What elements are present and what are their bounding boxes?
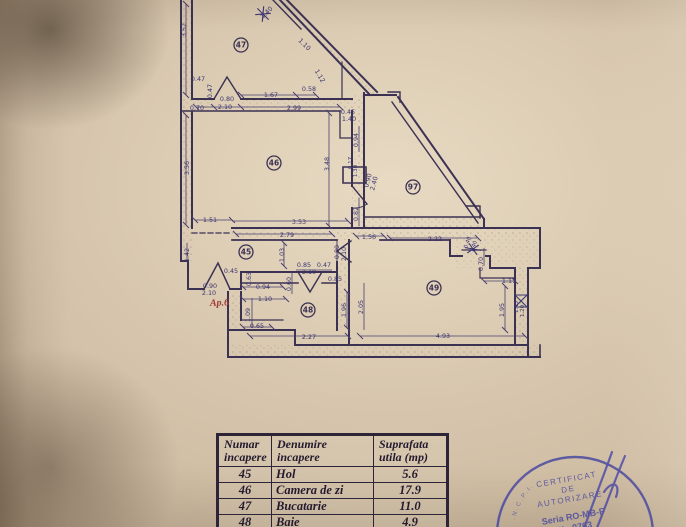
svg-text:45: 45	[241, 248, 251, 257]
dim-label: 2.10	[302, 268, 316, 276]
window-symbols	[255, 6, 528, 308]
dim-label: 2.99	[287, 104, 301, 112]
apartment-label: Ap.6	[209, 297, 230, 309]
cell-area: 5.6	[373, 466, 448, 483]
room-number-47: 47	[233, 37, 249, 53]
svg-text:46: 46	[269, 159, 279, 168]
dim-label: 0.17	[348, 156, 354, 169]
room-number-46: 46	[266, 155, 282, 171]
dim-label: 1.09	[244, 308, 252, 322]
dim-label: 4.93	[436, 332, 450, 340]
cell-name: Hol	[271, 466, 374, 483]
cell-nr: 47	[217, 498, 272, 515]
dim-label: 0.47	[317, 261, 331, 269]
dim-label: 0.70	[477, 257, 485, 271]
room-number-48: 48	[300, 302, 316, 318]
svg-text:49: 49	[429, 284, 439, 293]
svg-text:48: 48	[303, 306, 313, 315]
dim-label: 0.63	[245, 272, 253, 286]
dim-label: 1.20	[520, 304, 526, 317]
dim-label: 0.85	[297, 261, 311, 269]
dim-label: 0.80	[333, 245, 341, 259]
dim-label: 0.70	[190, 104, 204, 112]
dim-label: 0.47	[206, 84, 214, 98]
dim-label: 3.53	[292, 218, 306, 226]
dim-label: 0.94	[256, 283, 270, 291]
wall-hatch	[181, 0, 540, 357]
dim-label: 1.42	[183, 248, 191, 262]
dim-label: 1.95	[498, 303, 506, 317]
dim-label: 0.65	[250, 322, 264, 330]
svg-text:97: 97	[408, 183, 418, 192]
dim-label: 0.80	[220, 95, 234, 103]
dim-label: 2.10	[202, 289, 216, 297]
dim-label: 3.56	[183, 161, 191, 175]
dim-label: 0.90	[362, 173, 373, 189]
dim-label: 1.03	[278, 248, 286, 262]
dim-label: 1.45	[514, 301, 520, 313]
dim-label: 0.40	[463, 235, 473, 249]
dim-label: 1.40	[469, 239, 479, 253]
cell-name: Camera de zi	[271, 482, 374, 499]
dim-label: 2.40	[368, 176, 379, 192]
cell-area: 4.9	[373, 514, 448, 527]
dim-label: 0.45	[341, 108, 355, 116]
dim-label: 1.30	[353, 164, 359, 177]
room-number-97: 97	[405, 179, 421, 195]
dim-label: 2.10	[218, 103, 232, 111]
dim-label: 0.82	[352, 207, 360, 221]
dim-label: 1.17	[502, 277, 516, 285]
dim-label: 0.45	[224, 267, 238, 275]
dim-label: 3.52	[180, 23, 188, 37]
cell-name: Baie	[271, 514, 374, 527]
cell-nr: 48	[217, 514, 272, 527]
dim-label: 2.22	[428, 235, 442, 243]
dim-label: 2.10	[340, 247, 348, 261]
dim-label: 0.47	[191, 75, 205, 83]
dim-label: 0.94	[352, 133, 360, 147]
cell-nr: 46	[217, 482, 272, 499]
dimension-lines	[182, 0, 529, 340]
cell-area: 11.0	[373, 498, 448, 515]
dim-label: 1.12	[313, 68, 327, 84]
dim-label: 0.85	[328, 275, 342, 283]
dim-label: 0.60	[285, 277, 293, 291]
dim-label: 1.96	[340, 303, 348, 317]
svg-text:47: 47	[236, 41, 246, 50]
cell-area: 17.9	[373, 482, 448, 499]
dim-label: 1.40	[342, 115, 356, 123]
dim-label: 2.79	[280, 231, 294, 239]
room-number-49: 49	[426, 280, 442, 296]
dim-label: 2.05	[357, 300, 365, 314]
dim-label: 1.10	[296, 37, 312, 53]
dim-label: 1.67	[264, 91, 278, 99]
dim-label: 1.56	[362, 233, 376, 241]
dim-label: 0.58	[302, 85, 316, 93]
dim-label: 3.48	[323, 157, 331, 171]
dim-label: 0.90	[203, 282, 217, 290]
dim-label: 2.27	[302, 333, 316, 341]
cell-nr: 45	[217, 466, 272, 483]
dim-label: 1.10	[258, 295, 272, 303]
room-number-45: 45	[238, 244, 254, 260]
cell-name: Bucatarie	[271, 498, 374, 515]
walls	[180, 0, 541, 358]
dim-label: 1.51	[203, 216, 217, 224]
dim-label: 1.40	[259, 5, 275, 21]
